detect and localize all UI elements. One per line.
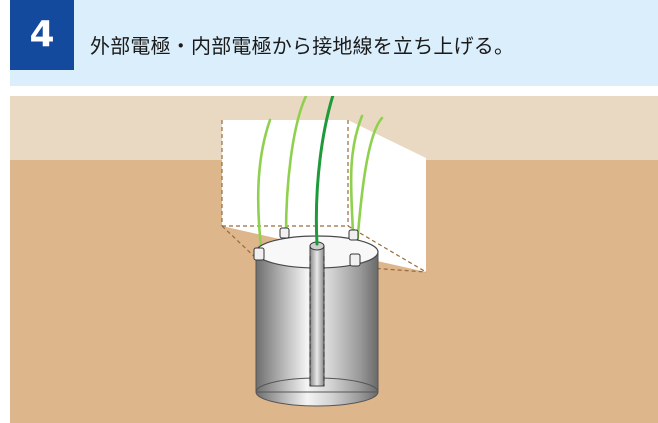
inner-ground-wire bbox=[314, 96, 335, 246]
grounding-illustration bbox=[10, 96, 658, 423]
terminals bbox=[253, 227, 361, 267]
step-title: 外部電極・内部電極から接地線を立ち上げる。 bbox=[90, 34, 515, 58]
step-panel: 4 外部電極・内部電極から接地線を立ち上げる。 bbox=[10, 0, 658, 423]
step-header: 4 外部電極・内部電極から接地線を立ち上げる。 bbox=[10, 0, 658, 86]
inner-electrode-rod bbox=[309, 241, 325, 387]
step-number-badge: 4 bbox=[10, 0, 74, 70]
